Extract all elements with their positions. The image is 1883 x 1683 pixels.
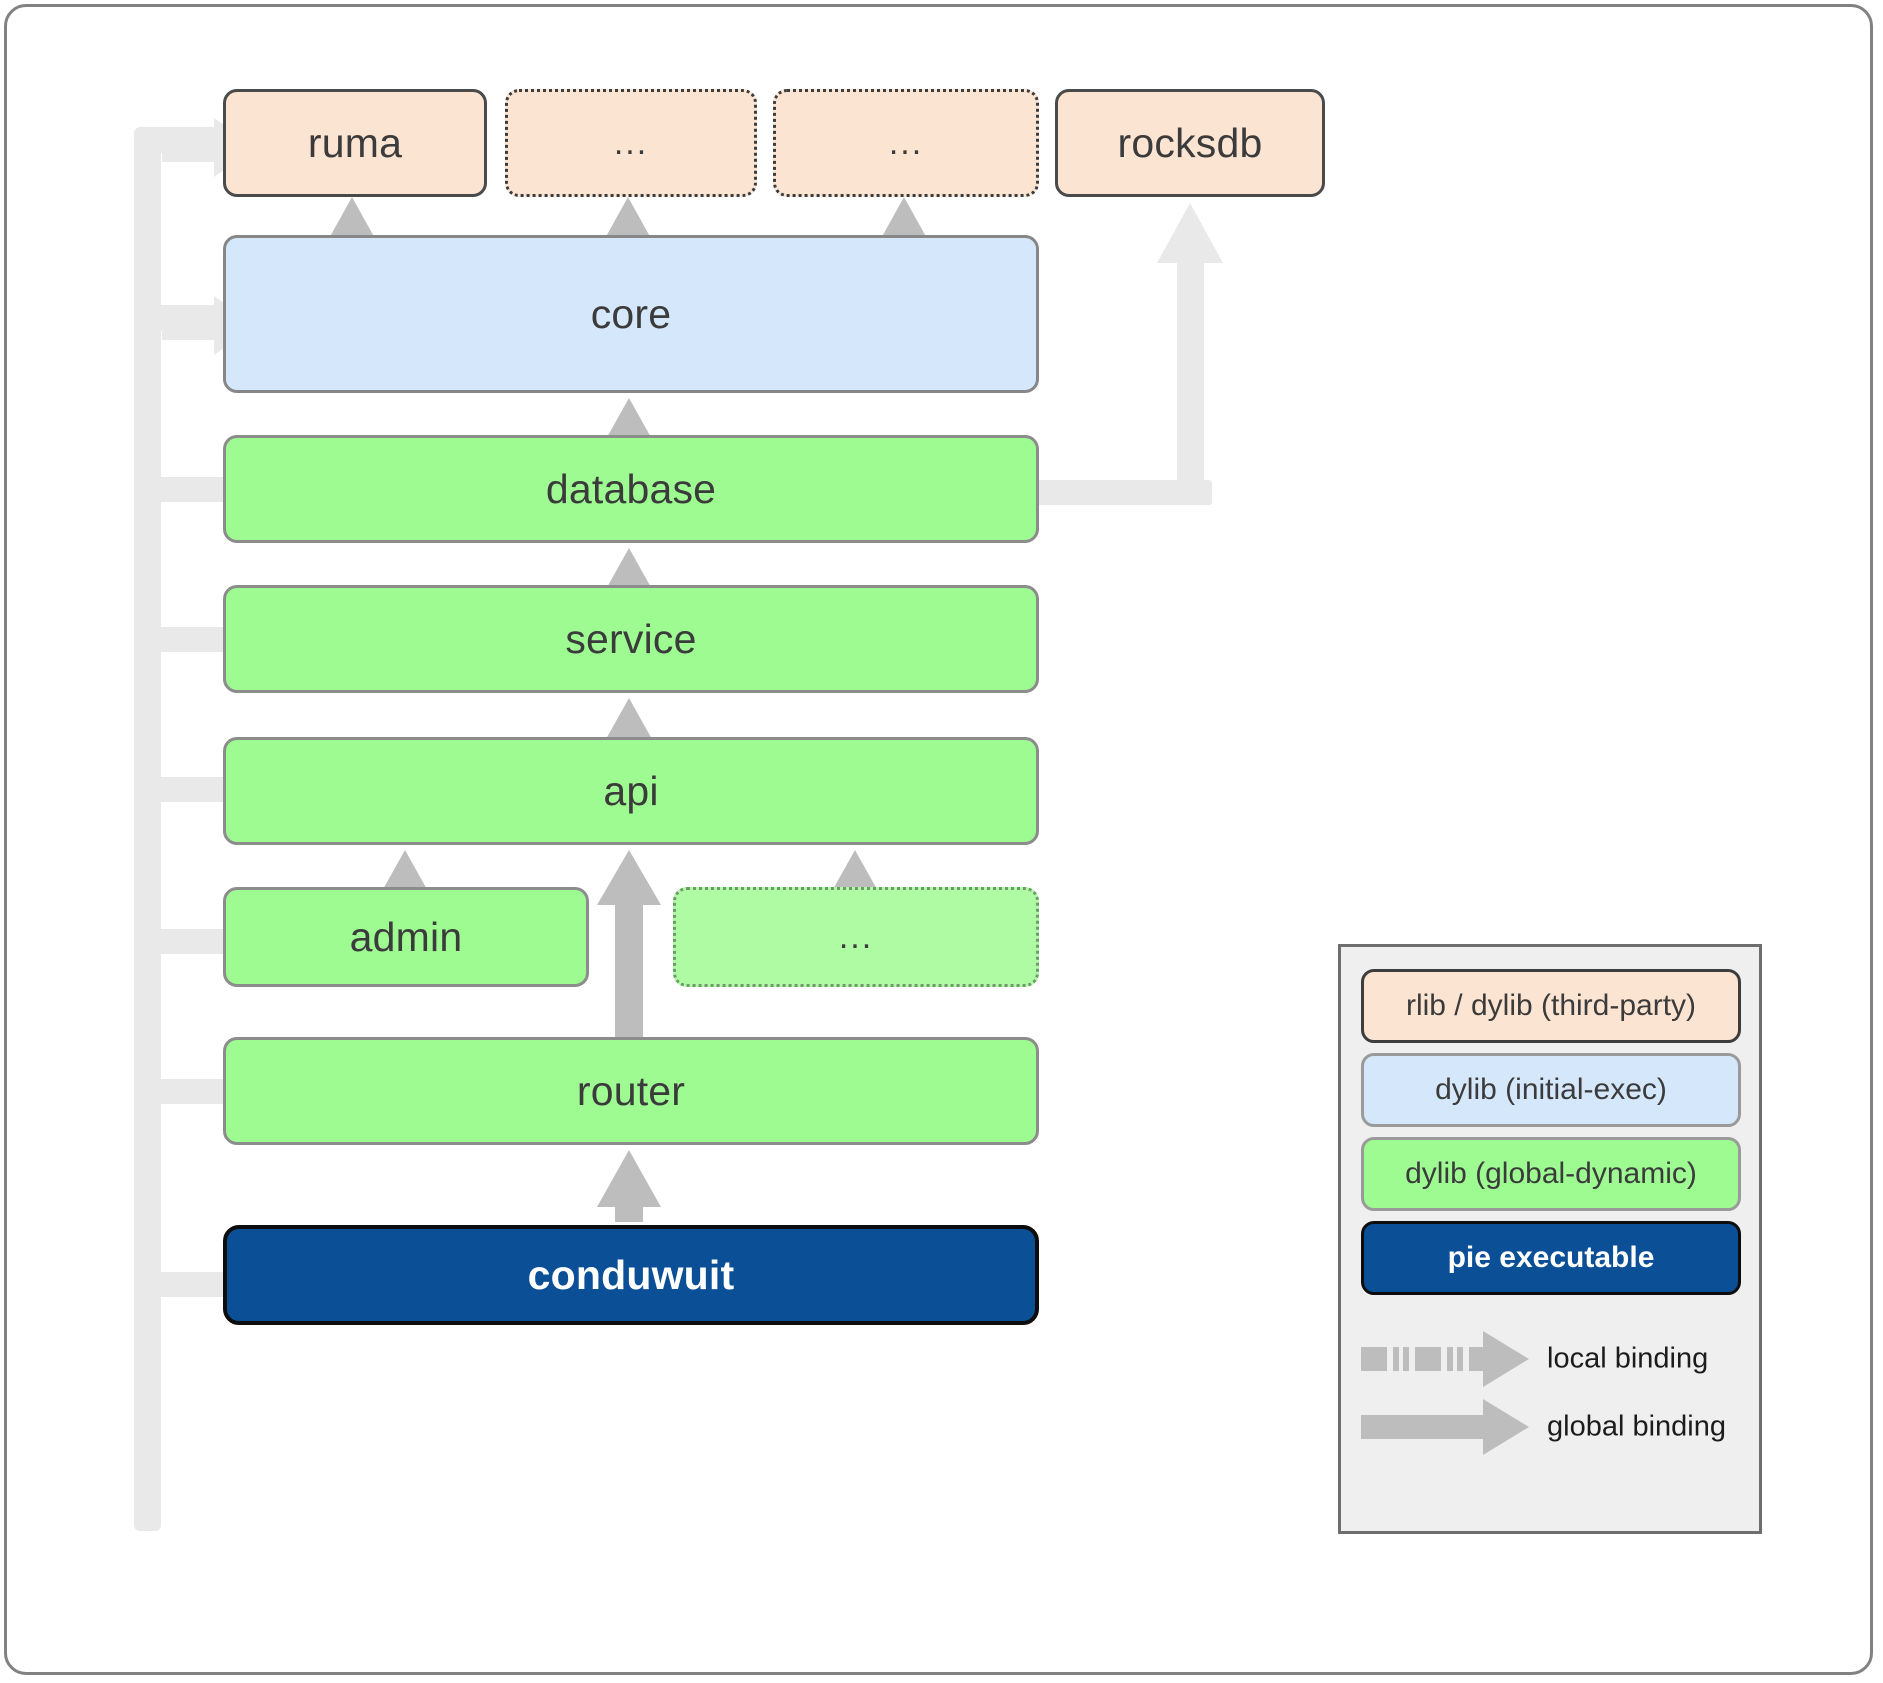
node-ruma-label: ruma (307, 119, 403, 166)
node-database-label: database (545, 465, 717, 512)
database-to-rocksdb-connector (1037, 203, 1223, 505)
legend-swatch-initial-exec: dylib (initial-exec) (1361, 1053, 1741, 1127)
node-rocksdb[interactable]: rocksdb (1055, 89, 1325, 197)
node-ruma[interactable]: ruma (223, 89, 487, 197)
node-api[interactable]: api (223, 737, 1039, 845)
diagram-canvas: ruma ... ... rocksdb core database servi… (4, 4, 1873, 1675)
node-conduwuit[interactable]: conduwuit (223, 1225, 1039, 1325)
legend-swatch-global-dynamic: dylib (global-dynamic) (1361, 1137, 1741, 1211)
local-binding-arrow-icon (1361, 1331, 1529, 1387)
node-rocksdb-label: rocksdb (1117, 119, 1263, 166)
legend-swatch-third-party-label: rlib / dylib (third-party) (1405, 989, 1697, 1022)
global-binding-arrow-icon (1361, 1399, 1529, 1455)
node-ellipsis-top-1[interactable]: ... (505, 89, 757, 197)
node-ellipsis-mid[interactable]: ... (673, 887, 1039, 987)
node-service-label: service (565, 615, 697, 662)
node-router[interactable]: router (223, 1037, 1039, 1145)
legend-panel: rlib / dylib (third-party) dylib (initia… (1338, 944, 1762, 1534)
node-core[interactable]: core (223, 235, 1039, 393)
node-database[interactable]: database (223, 435, 1039, 543)
legend-local-binding-label: local binding (1547, 1342, 1709, 1375)
node-router-label: router (576, 1067, 686, 1114)
node-admin[interactable]: admin (223, 887, 589, 987)
node-core-label: core (590, 290, 672, 337)
legend-swatch-initial-exec-label: dylib (initial-exec) (1435, 1073, 1667, 1106)
legend-swatch-pie-executable-label: pie executable (1447, 1241, 1655, 1274)
legend-row-local-binding: local binding (1361, 1329, 1745, 1389)
node-service[interactable]: service (223, 585, 1039, 693)
legend-global-binding-label: global binding (1547, 1410, 1726, 1443)
node-ellipsis-top-2[interactable]: ... (773, 89, 1039, 197)
legend-swatch-pie-executable: pie executable (1361, 1221, 1741, 1295)
legend-swatch-third-party: rlib / dylib (third-party) (1361, 969, 1741, 1043)
legend-swatch-global-dynamic-label: dylib (global-dynamic) (1405, 1157, 1697, 1190)
legend-row-global-binding: global binding (1361, 1397, 1745, 1457)
node-api-label: api (603, 767, 659, 814)
node-admin-label: admin (349, 913, 463, 960)
node-conduwuit-label: conduwuit (527, 1251, 735, 1298)
